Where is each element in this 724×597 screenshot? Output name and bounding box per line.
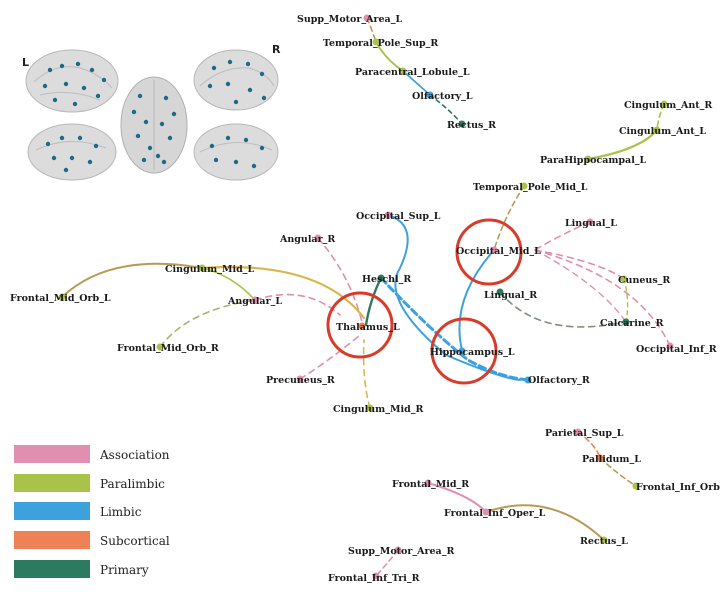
legend-label: Association — [99, 448, 170, 462]
edge-precuneus-r-thalamus-l — [299, 334, 361, 380]
legend-label: Limbic — [100, 505, 142, 519]
legend: Association Paralimbic Limbic Subcortica… — [14, 445, 170, 578]
node-label: Heschl_R — [362, 274, 411, 285]
brain-lateral-right-image — [193, 49, 279, 111]
node-label: Angular_L — [227, 296, 282, 307]
node-label: Lingual_L — [565, 218, 617, 229]
edge-pallidum-l-frontal-inf-orb — [599, 457, 637, 487]
hippocampus-l-highlight-ring — [430, 317, 498, 385]
edge-occipital-mid-l-occipital-inf-r — [534, 249, 671, 347]
node-label: Temporal_Pole_Sup_R — [323, 38, 438, 49]
node-label: Olfactory_L — [412, 91, 473, 102]
edge-lingual-r-calcarine-r — [499, 291, 625, 328]
edge-cingulum-mid-l-thalamus-l — [200, 265, 366, 320]
node-label: Lingual_R — [484, 290, 537, 301]
node-label: Supp_Motor_Area_R — [348, 546, 454, 557]
edge-cingulum-ant-l-parahippocampal-l — [586, 128, 659, 161]
legend-swatch-limbic — [14, 502, 90, 520]
node-label: Occipital_Inf_R — [636, 344, 717, 355]
edge-angular-r-thalamus-l — [317, 237, 363, 323]
legend-item-association: Association — [14, 445, 170, 463]
node-label: Hippocampus_L — [430, 347, 515, 358]
node-label: Occipital_Mid_L — [456, 246, 541, 257]
node-label: Thalamus_L — [336, 322, 400, 333]
left-hemisphere-label: L — [22, 56, 29, 69]
edge-occipital-mid-l-cuneus-r — [534, 249, 625, 280]
node-label: Frontal_Inf_Orb — [636, 482, 720, 493]
legend-label: Primary — [100, 563, 149, 577]
legend-item-primary: Primary — [14, 560, 149, 578]
node-label: Pallidum_L — [582, 454, 641, 465]
node-label: Frontal_Inf_Tri_R — [328, 573, 420, 584]
node-label: Olfactory_R — [528, 375, 590, 386]
node-label: Cingulum_Mid_R — [333, 404, 423, 415]
node-markers — [58, 14, 674, 580]
legend-item-limbic: Limbic — [14, 502, 142, 520]
edge-occipital-mid-l-calcarine-r — [534, 249, 627, 323]
node-label: ParaHippocampal_L — [540, 155, 647, 166]
node-label: Cuneus_R — [618, 275, 670, 286]
node-label: Cingulum_Ant_R — [624, 100, 712, 111]
node-label: Calcarine_R — [600, 318, 664, 329]
edge-heschl-r-olfactory-r — [379, 276, 532, 382]
node-label: Rectus_L — [580, 536, 628, 547]
legend-label: Subcortical — [100, 534, 170, 548]
node-label: Frontal_Mid_Orb_L — [10, 293, 111, 304]
node-label: Temporal_Pole_Mid_L — [473, 182, 588, 193]
edge-cingulum-mid-r-thalamus-l — [362, 339, 371, 409]
edge-frontal-mid-orb-l-cingulum-mid-l — [61, 262, 203, 298]
legend-swatch-paralimbic — [14, 474, 90, 492]
node-label: Frontal_Mid_Orb_R — [117, 343, 219, 354]
legend-item-paralimbic: Paralimbic — [14, 474, 165, 492]
node-label: Rectus_R — [447, 120, 496, 131]
edge-lingual-l-occipital-mid-l — [534, 221, 591, 251]
edge-heschl-r-thalamus-l — [364, 276, 383, 327]
node-label: Frontal_Inf_Oper_L — [444, 508, 546, 519]
node-label: Paracentral_Lobule_L — [355, 67, 470, 78]
edge-frontal-mid-orb-r-angular-l — [159, 299, 256, 348]
edge-temporal-pole-mid-l-occipital-mid-l — [493, 185, 525, 251]
node-label: Occipital_Sup_L — [356, 211, 441, 222]
brain-medial-left-image — [27, 123, 117, 181]
legend-swatch-subcortical — [14, 531, 90, 549]
node-label: Cingulum_Ant_L — [619, 126, 706, 137]
legend-swatch-association — [14, 445, 90, 463]
highlight-rings — [326, 218, 523, 385]
edge-frontal-mid-r-frontal-inf-oper-l — [427, 482, 487, 513]
edge-occipital-mid-l-hippocampus-l — [458, 249, 495, 351]
thalamus-l-highlight-ring — [326, 291, 394, 359]
node-labels: Supp_Motor_Area_L Temporal_Pole_Sup_R Pa… — [10, 14, 720, 584]
occipital-mid-l-highlight-ring — [455, 218, 523, 286]
legend-item-subcortical: Subcortical — [14, 531, 170, 549]
edge-frontal-inf-oper-l-rectus-l — [485, 504, 605, 541]
edge-cuneus-r-calcarine-r — [623, 278, 629, 323]
brain-axial-image — [120, 76, 188, 174]
brain-medial-right-image — [193, 123, 279, 181]
right-hemisphere-label: R — [272, 43, 281, 56]
edge-cingulum-mid-l-angular-l — [201, 267, 256, 301]
node-label: Angular_R — [279, 234, 335, 245]
node-label: Supp_Motor_Area_L — [297, 14, 402, 25]
brain-lateral-left-image — [25, 49, 119, 113]
brain-panel: L R — [22, 43, 281, 181]
node-label: Cingulum_Mid_L — [165, 264, 254, 275]
legend-label: Paralimbic — [100, 477, 165, 491]
node-label: Precuneus_R — [266, 375, 335, 386]
node-label: Frontal_Mid_R — [392, 479, 469, 490]
legend-swatch-primary — [14, 560, 90, 578]
node-label: Parietal_Sup_L — [545, 428, 624, 439]
